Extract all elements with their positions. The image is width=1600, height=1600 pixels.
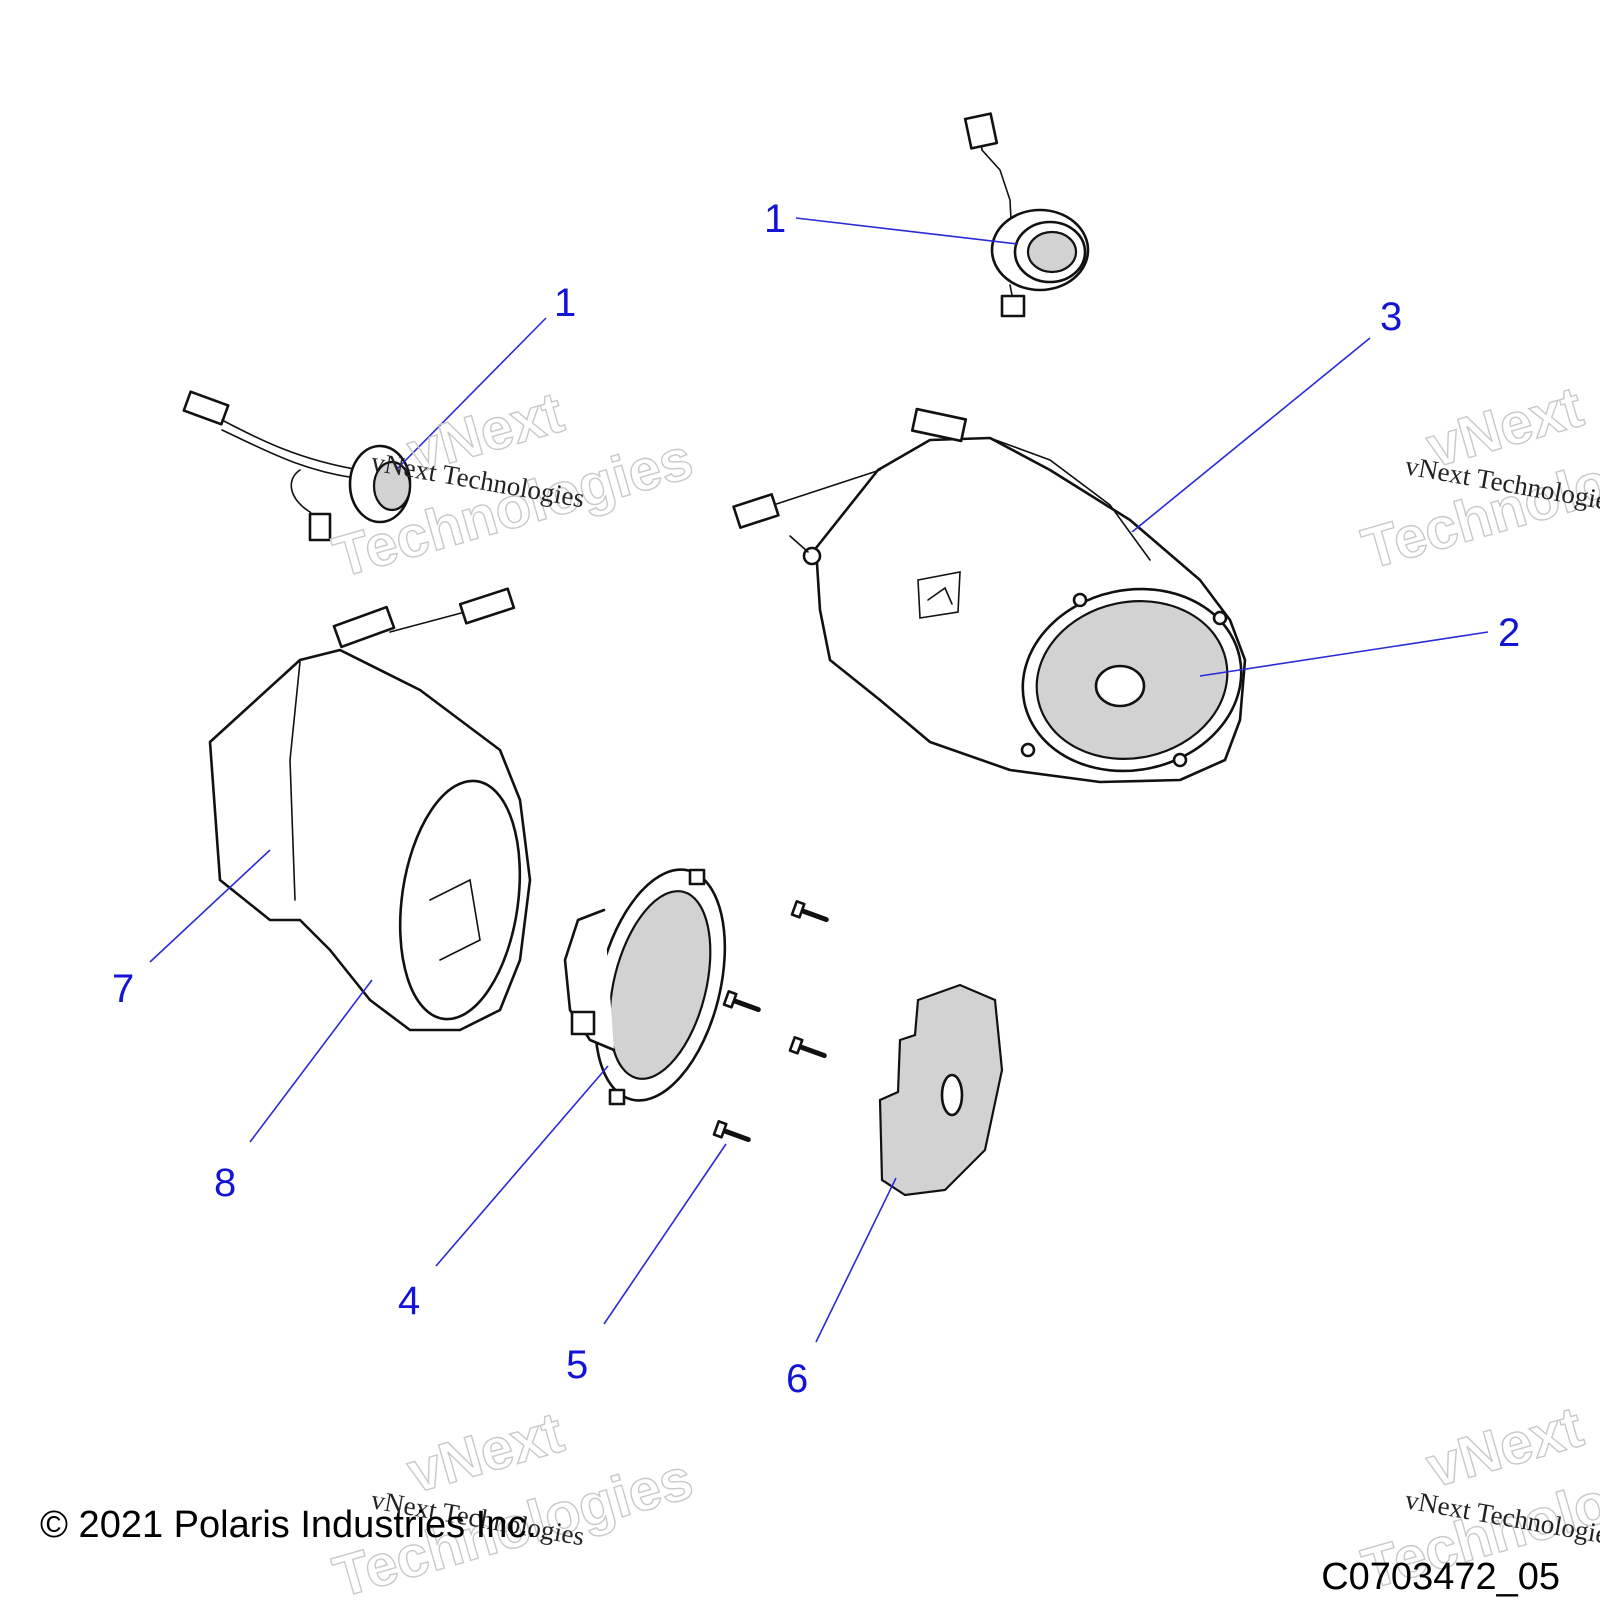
callout-6: 6 xyxy=(786,1357,808,1401)
callout-labels: 1 1 3 2 7 8 4 5 6 xyxy=(112,197,1520,1401)
callout-1-top: 1 xyxy=(764,197,786,241)
figure-id: C0703472_05 xyxy=(1321,1556,1560,1598)
speaker-driver xyxy=(563,868,727,1106)
callout-5: 5 xyxy=(566,1343,588,1387)
grille-cover xyxy=(878,983,1004,1197)
watermark-3: vNext Technologies xyxy=(326,1399,701,1600)
copyright-notice: © 2021 Polaris Industries Inc. xyxy=(40,1504,537,1546)
tweeter-left xyxy=(182,390,412,542)
speaker-enclosure-left xyxy=(208,587,532,1032)
leader-lines xyxy=(149,217,1489,1343)
callout-3: 3 xyxy=(1380,295,1402,339)
speaker-pod-right xyxy=(732,407,1247,784)
callout-7: 7 xyxy=(112,967,134,1011)
callout-1-left: 1 xyxy=(554,281,576,325)
tweeter-top xyxy=(963,112,1090,318)
screws xyxy=(712,900,829,1143)
callout-2: 2 xyxy=(1498,611,1520,655)
callout-4: 4 xyxy=(398,1279,420,1323)
callout-8: 8 xyxy=(214,1161,236,1205)
